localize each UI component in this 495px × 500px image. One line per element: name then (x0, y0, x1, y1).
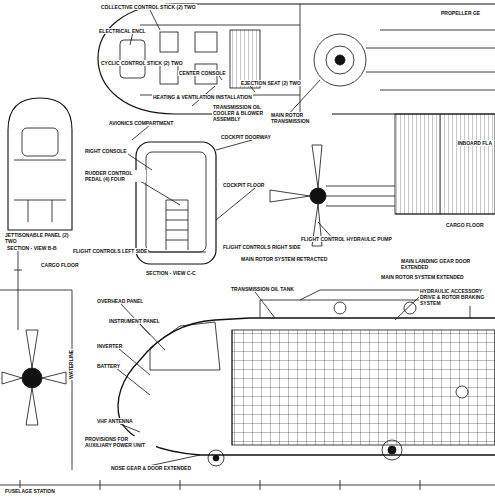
callout-label: EJECTION SEAT (2) TWO (240, 80, 302, 86)
callout-label: INSTRUMENT PANEL (108, 318, 161, 324)
callout-label: JETTISONABLE PANEL (2) TWO (4, 232, 76, 244)
callout-label: MAIN ROTOR SYSTEM EXTENDED (380, 274, 465, 280)
callout-label: OVERHEAD PANEL (96, 298, 144, 304)
callout-label: MAIN ROTOR SYSTEM RETRACTED (240, 256, 328, 262)
part-label: PROPELLER GE (440, 10, 481, 16)
callout-label: RUDDER CONTROL PEDAL (4) FOUR (84, 170, 146, 182)
callout-label: COLLECTIVE CONTROL STICK (2) TWO (100, 4, 197, 10)
callout-label: CARGO FLOOR (40, 262, 80, 268)
callout-label: SECTION - VIEW C-C (145, 270, 197, 276)
callout-label: FLIGHT CONTROLS LEFT SIDE (72, 248, 148, 254)
callout-label: VHF ANTENNA (96, 418, 134, 424)
callout-label: FUSELAGE STATION (4, 488, 56, 494)
callout-label: SECTION - VIEW B-B (6, 245, 58, 251)
callout-label: COCKPIT FLOOR (222, 182, 265, 188)
callout-label: ELECTRICAL ENCL (98, 28, 147, 34)
callout-label: COCKPIT DOORWAY (220, 134, 272, 140)
callout-label: FLIGHT CONTROL HYDRAULIC PUMP (300, 236, 393, 242)
callout-label: HEATING & VENTILATION INSTALLATION (152, 94, 253, 100)
callout-label: FLIGHT CONTROLS RIGHT SIDE (222, 244, 302, 250)
callout-label: CYCLIC CONTROL STICK (2) TWO (100, 60, 184, 66)
part-label: INBOARD FLA (457, 140, 493, 146)
callout-label: PROVISIONS FOR AUXILIARY POWER UNIT (84, 436, 156, 448)
callout-label: AVIONICS COMPARTMENT (108, 120, 174, 126)
callout-label: RIGHT CONSOLE (84, 148, 128, 154)
callout-label: BATTERY (96, 363, 121, 369)
callout-label: INVERTER (96, 343, 123, 349)
callout-label: CARGO FLOOR (445, 222, 485, 228)
callout-label: HYDRAULIC ACCESSORY DRIVE & ROTOR BRAKIN… (419, 288, 493, 306)
callout-label: CENTER CONSOLE (178, 70, 227, 76)
callout-label: TRANSMISSION OIL TANK (230, 286, 295, 292)
callout-label: MAIN LANDING GEAR DOOR EXTENDED (400, 258, 490, 270)
callout-label: NOSE GEAR & DOOR EXTENDED (110, 465, 192, 471)
callout-label: MAIN ROTOR TRANSMISSION (270, 112, 332, 124)
callout-label: WATERLINE (68, 349, 74, 380)
